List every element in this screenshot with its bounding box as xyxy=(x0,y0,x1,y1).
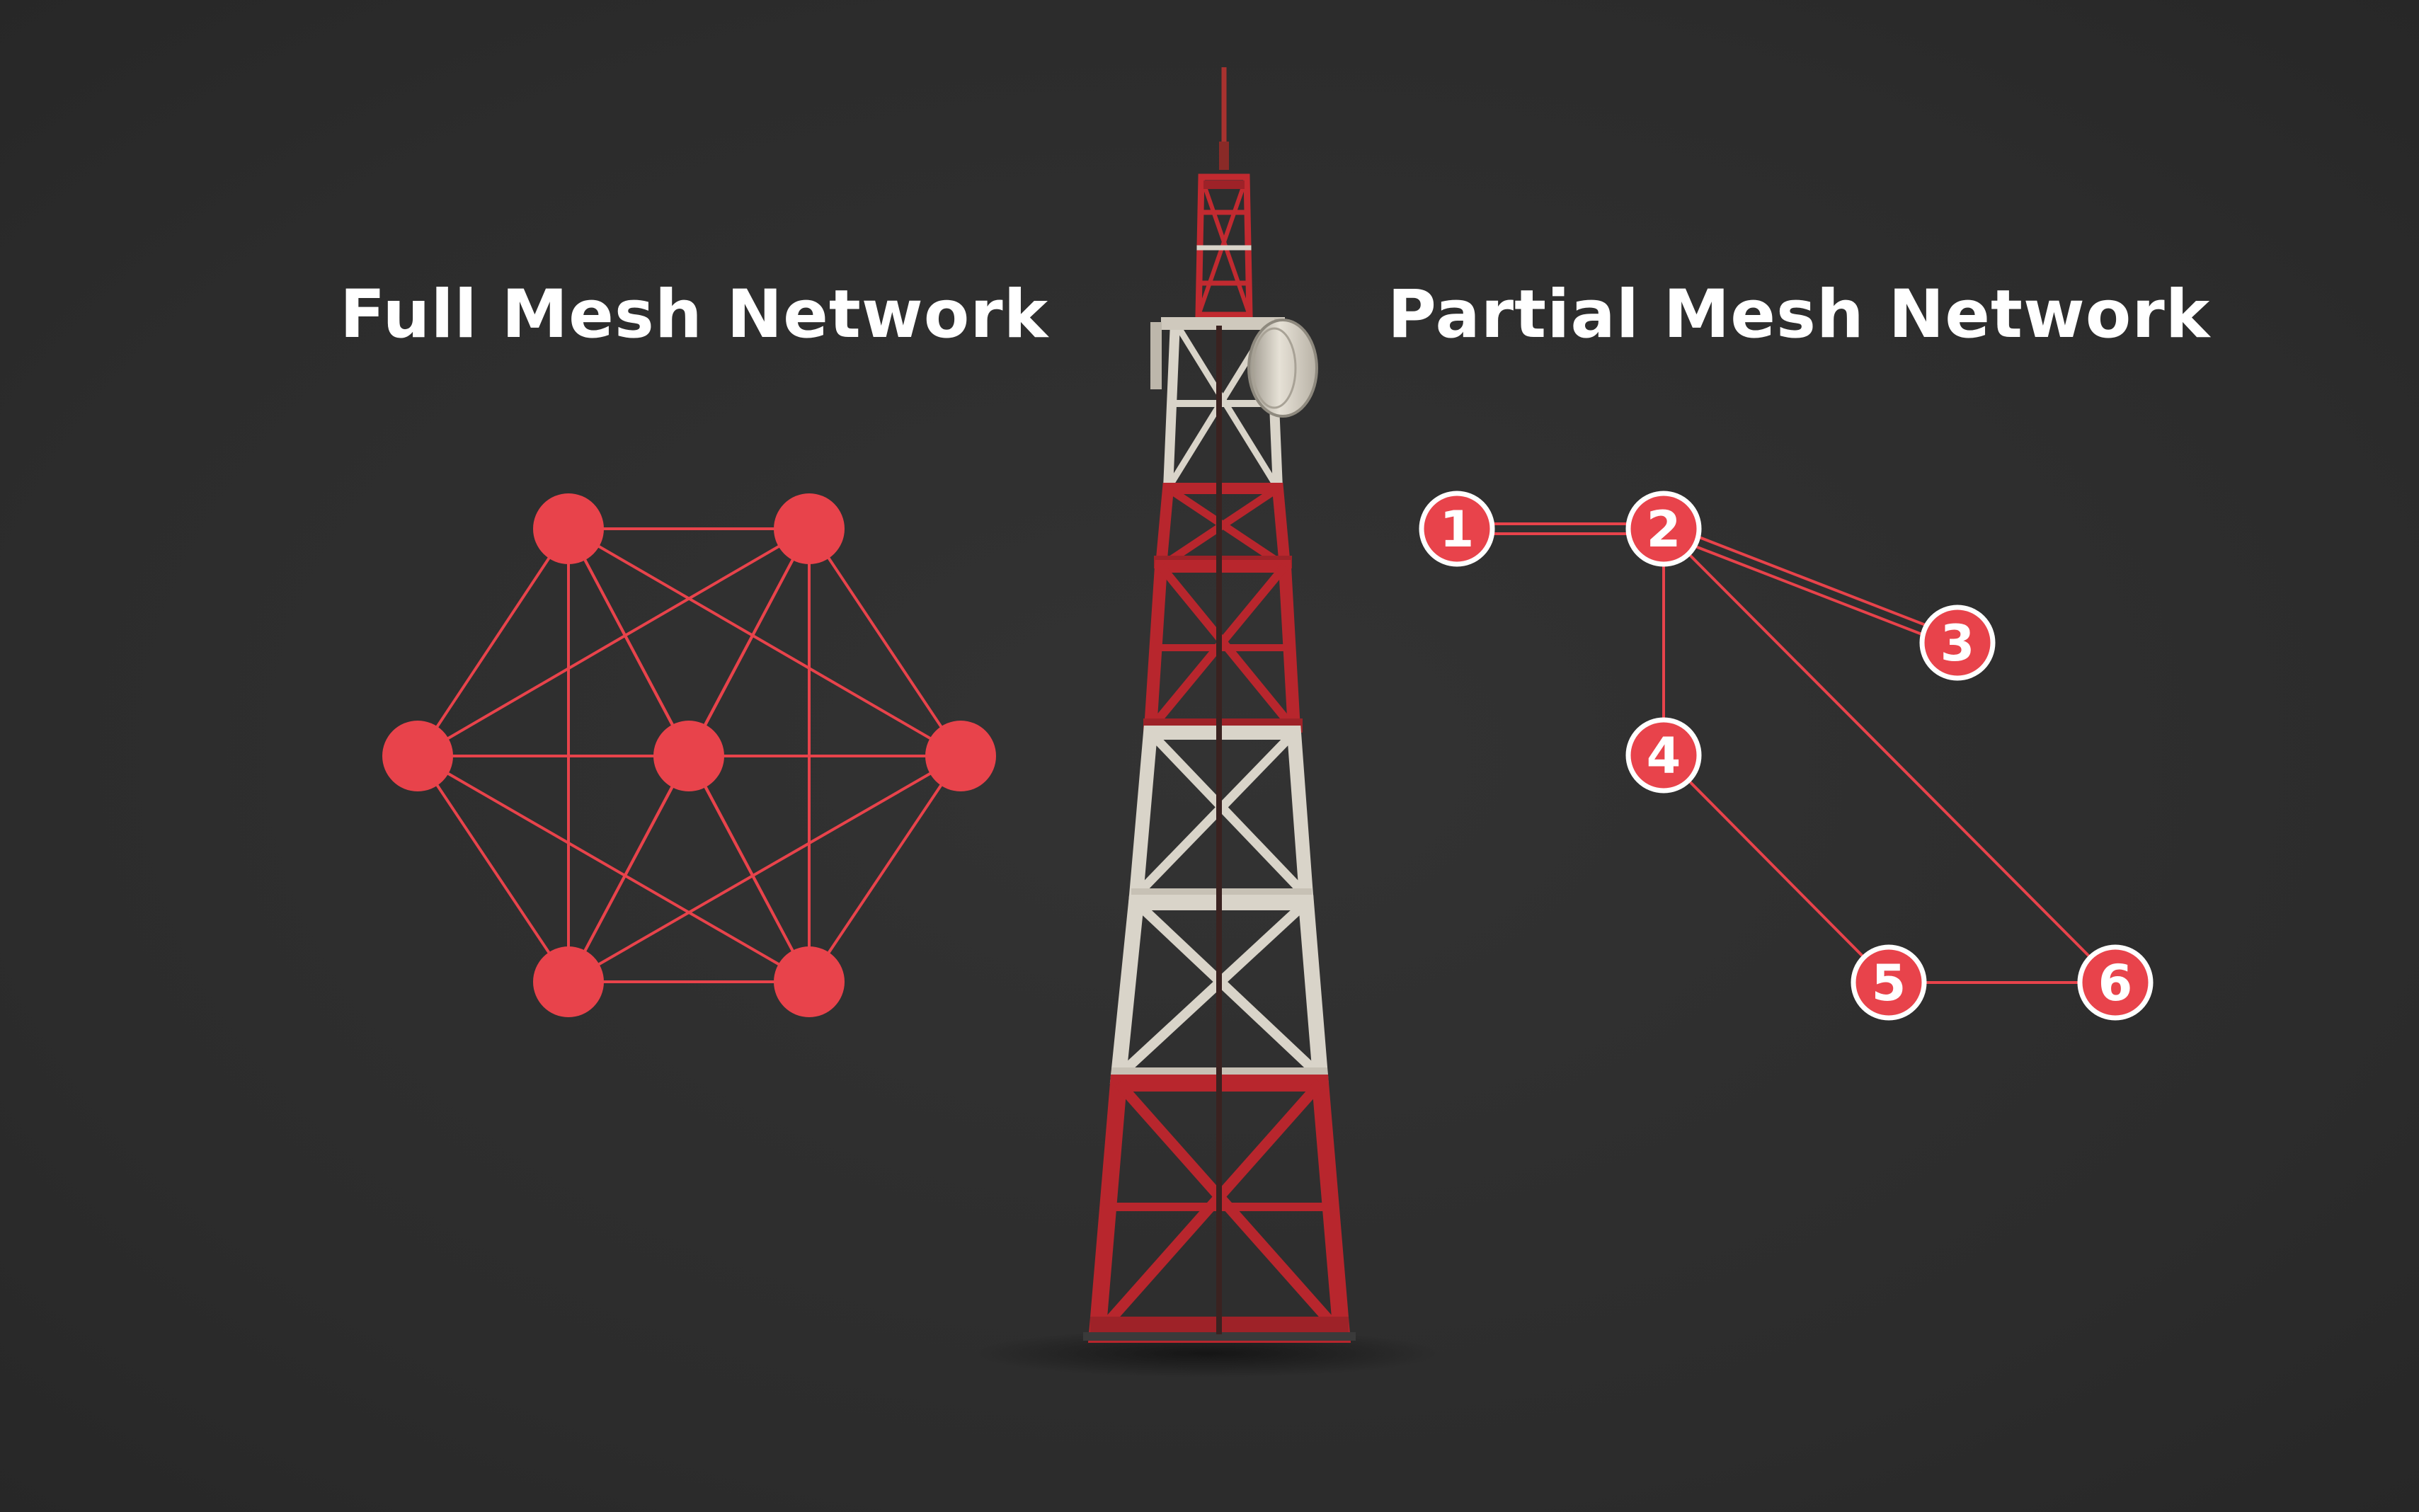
tower-red-section-1 xyxy=(1154,483,1292,572)
partial-mesh-node-label: 2 xyxy=(1647,500,1681,559)
partial-mesh-node-4 xyxy=(1625,717,1702,794)
full-mesh-edge xyxy=(416,527,811,757)
full-mesh-node-bottom-right xyxy=(774,946,845,1017)
partial-mesh-node-label: 6 xyxy=(2098,954,2133,1012)
partial-mesh-node-label: 1 xyxy=(1440,500,1475,559)
full-mesh-node-top-left xyxy=(533,493,604,564)
tower-top-section xyxy=(1195,173,1253,319)
full-mesh-title: Full Mesh Network xyxy=(340,276,1049,353)
dish-antenna xyxy=(1247,319,1318,418)
partial-mesh-title: Partial Mesh Network xyxy=(1388,276,2211,353)
tower-red-section-2 xyxy=(1143,560,1303,735)
full-mesh-node-center xyxy=(653,721,724,791)
full-mesh-node-right xyxy=(925,721,996,791)
full-mesh-edge xyxy=(567,527,962,757)
partial-mesh-edge xyxy=(1664,522,1960,640)
partial-mesh-node-label: 5 xyxy=(1872,954,1906,1012)
partial-mesh-node-3 xyxy=(1919,605,1996,681)
full-mesh-edge xyxy=(808,755,962,983)
full-mesh-edge xyxy=(417,755,810,983)
tower-bottom-section xyxy=(1083,1075,1356,1343)
partial-mesh-node-label: 3 xyxy=(1940,614,1975,672)
full-mesh-edge xyxy=(687,755,811,983)
partial-mesh-edge xyxy=(1661,532,1957,649)
partial-mesh-edge xyxy=(1662,527,2117,984)
full-mesh-edge xyxy=(567,755,690,983)
full-mesh-nodes xyxy=(382,493,996,1017)
full-mesh-edge xyxy=(416,527,570,757)
full-mesh-edge xyxy=(808,527,962,757)
tower-mast xyxy=(1219,67,1229,170)
full-mesh-edge xyxy=(568,755,961,983)
full-mesh-node-top-right xyxy=(774,493,845,564)
full-mesh-edges xyxy=(416,527,962,983)
full-mesh-node-left xyxy=(382,721,453,791)
full-mesh-edge xyxy=(416,755,570,983)
partial-mesh-node-label: 4 xyxy=(1647,727,1681,785)
partial-mesh-node-1 xyxy=(1419,491,1495,567)
partial-mesh-nodes: 1 2 3 4 5 6 xyxy=(1419,491,2154,1021)
partial-mesh-node-2 xyxy=(1625,491,1702,567)
partial-mesh-edge xyxy=(1662,754,1890,984)
full-mesh-node-bottom-left xyxy=(533,946,604,1017)
partial-mesh-node-5 xyxy=(1851,944,1927,1021)
partial-mesh-node-6 xyxy=(2077,944,2154,1021)
